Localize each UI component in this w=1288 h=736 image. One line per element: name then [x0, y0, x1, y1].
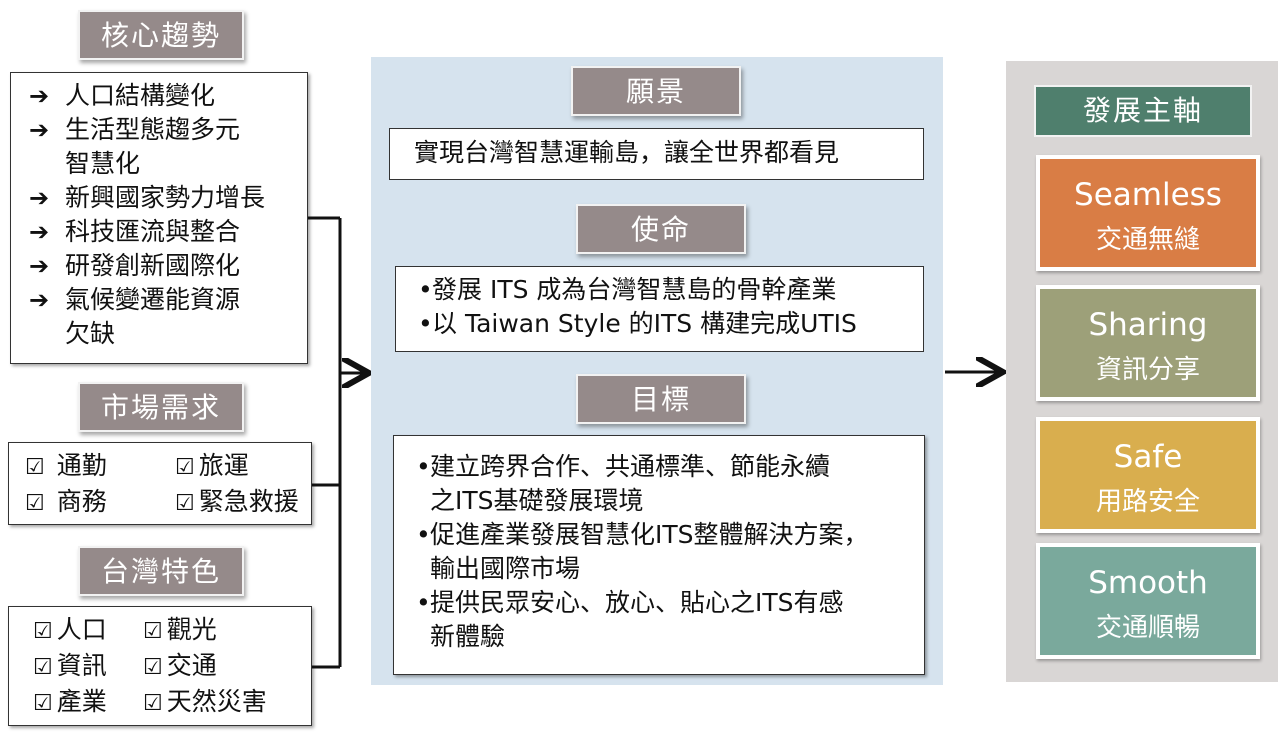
checkbox-icon: ☑: [25, 491, 45, 516]
core-trend-text: 研發創新國際化: [65, 251, 241, 280]
feature-item-population: ☑人口: [33, 615, 107, 644]
bullet-icon: •: [416, 452, 431, 481]
core-trend-item: ➔ 科技匯流與整合: [29, 215, 307, 249]
arrow-right-icon: ➔: [29, 218, 50, 246]
goal-item-text: 促進產業發展智慧化ITS整體解決方案，輸出國際市場: [430, 520, 869, 583]
core-trend-text: 氣候變遷能資源欠缺: [65, 285, 241, 348]
bullet-icon: •: [416, 588, 431, 617]
taiwan-features-grid: ☑人口 ☑觀光 ☑資訊 ☑交通 ☑產業 ☑天然災害: [33, 613, 311, 721]
core-trend-text: 科技匯流與整合: [65, 217, 241, 246]
axis-card-seamless: Seamless 交通無縫: [1036, 155, 1260, 271]
goal-item: •促進產業發展智慧化ITS整體解決方案，輸出國際市場: [416, 518, 924, 586]
bullet-icon: •: [418, 309, 433, 338]
axis-english-label: Safe: [1113, 439, 1183, 475]
core-trend-item: ➔ 新興國家勢力增長: [29, 181, 307, 215]
feature-item-tourism: ☑觀光: [143, 615, 217, 644]
mission-item-text: 發展 ITS 成為台灣智慧島的骨幹產業: [432, 275, 837, 304]
core-trend-item: ➔ 氣候變遷能資源欠缺: [29, 283, 307, 351]
development-axes-title: 發展主軸: [1034, 85, 1252, 137]
mission-title: 使命: [576, 204, 746, 254]
market-item-commute: ☑ 通勤: [25, 451, 107, 480]
axis-chinese-label: 資訊分享: [1095, 355, 1200, 385]
market-item-business: ☑ 商務: [25, 487, 107, 516]
market-demand-title: 市場需求: [78, 382, 244, 432]
checkbox-icon: ☑: [33, 691, 53, 716]
core-trend-text: 新興國家勢力增長: [65, 183, 266, 212]
mission-box: •發展 ITS 成為台灣智慧島的骨幹產業•以 Taiwan Style 的ITS…: [395, 266, 924, 352]
feature-item-information: ☑資訊: [33, 651, 107, 680]
vision-text: 實現台灣智慧運輸島，讓全世界都看見: [414, 138, 840, 167]
goals-list: •建立跨界合作、共通標準、節能永續之ITS基礎發展環境•促進產業發展智慧化ITS…: [416, 450, 924, 654]
goals-box: •建立跨界合作、共通標準、節能永續之ITS基礎發展環境•促進產業發展智慧化ITS…: [393, 435, 925, 675]
checkbox-icon: ☑: [175, 455, 195, 480]
goal-item-text: 建立跨界合作、共通標準、節能永續之ITS基礎發展環境: [430, 452, 831, 515]
checkbox-icon: ☑: [143, 619, 163, 644]
core-trend-item: ➔ 人口結構變化: [29, 79, 307, 113]
mission-item: •發展 ITS 成為台灣智慧島的骨幹產業: [418, 273, 923, 307]
feature-item-transport: ☑交通: [143, 651, 217, 680]
goals-title: 目標: [576, 374, 746, 424]
axis-english-label: Smooth: [1088, 565, 1208, 601]
checkbox-icon: ☑: [33, 655, 53, 680]
taiwan-features-title: 台灣特色: [78, 546, 244, 596]
axis-english-label: Sharing: [1088, 307, 1208, 343]
taiwan-features-box: ☑人口 ☑觀光 ☑資訊 ☑交通 ☑產業 ☑天然災害: [8, 606, 312, 726]
bullet-icon: •: [418, 275, 433, 304]
core-trend-text: 生活型態趨多元智慧化: [65, 115, 241, 178]
arrow-right-icon: ➔: [29, 82, 50, 110]
goal-item-text: 提供民眾安心、放心、貼心之ITS有感新體驗: [430, 588, 844, 651]
mission-item-text: 以 Taiwan Style 的ITS 構建完成UTIS: [432, 309, 857, 338]
core-trends-list: ➔ 人口結構變化 ➔ 生活型態趨多元智慧化 ➔ 新興國家勢力增長 ➔ 科技匯流與整合 ➔ 研發創新…: [29, 79, 307, 351]
core-trends-box: ➔ 人口結構變化 ➔ 生活型態趨多元智慧化 ➔ 新興國家勢力增長 ➔ 科技匯流與整合 ➔ 研發創新…: [10, 72, 308, 364]
core-trend-text: 人口結構變化: [65, 81, 216, 110]
mission-list: •發展 ITS 成為台灣智慧島的骨幹產業•以 Taiwan Style 的ITS…: [418, 273, 923, 341]
axis-chinese-label: 交通順暢: [1095, 613, 1200, 643]
market-demand-box: ☑ 通勤 ☑旅運 ☑ 商務 ☑緊急救援: [8, 442, 312, 525]
checkbox-icon: ☑: [175, 491, 195, 516]
feature-item-disaster: ☑天然災害: [143, 687, 267, 716]
arrow-right-icon: ➔: [29, 116, 50, 144]
market-demand-grid: ☑ 通勤 ☑旅運 ☑ 商務 ☑緊急救援: [25, 449, 311, 521]
checkbox-icon: ☑: [143, 691, 163, 716]
mission-item: •以 Taiwan Style 的ITS 構建完成UTIS: [418, 307, 923, 341]
goal-item: •建立跨界合作、共通標準、節能永續之ITS基礎發展環境: [416, 450, 924, 518]
goal-item: •提供民眾安心、放心、貼心之ITS有感新體驗: [416, 586, 924, 654]
checkbox-icon: ☑: [33, 619, 53, 644]
axis-chinese-label: 交通無縫: [1095, 225, 1200, 255]
axis-card-sharing: Sharing 資訊分享: [1036, 285, 1260, 401]
arrow-right-icon: ➔: [29, 184, 50, 212]
arrow-right-icon: ➔: [29, 286, 50, 314]
checkbox-icon: ☑: [25, 455, 45, 480]
core-trend-item: ➔ 生活型態趨多元智慧化: [29, 113, 307, 181]
core-trends-title: 核心趨勢: [78, 10, 244, 60]
arrow-right-icon: ➔: [29, 252, 50, 280]
vision-box: 實現台灣智慧運輸島，讓全世界都看見: [389, 128, 924, 180]
bullet-icon: •: [416, 520, 431, 549]
axis-chinese-label: 用路安全: [1095, 487, 1200, 517]
vision-title: 願景: [571, 66, 741, 116]
axis-card-safe: Safe 用路安全: [1036, 417, 1260, 533]
market-item-emergency: ☑緊急救援: [175, 487, 299, 516]
checkbox-icon: ☑: [143, 655, 163, 680]
axis-card-smooth: Smooth 交通順暢: [1036, 543, 1260, 659]
axis-english-label: Seamless: [1074, 177, 1222, 213]
market-item-travel: ☑旅運: [175, 451, 249, 480]
feature-item-industry: ☑產業: [33, 687, 107, 716]
core-trend-item: ➔ 研發創新國際化: [29, 249, 307, 283]
